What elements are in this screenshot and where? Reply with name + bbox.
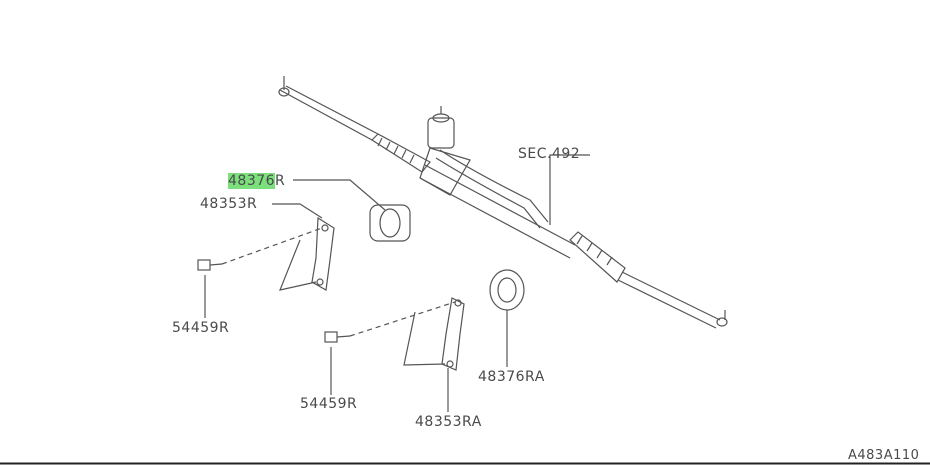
part-label-48376RA[interactable]: 48376RA [478, 369, 545, 385]
part-label-48376R[interactable]: 48376R [228, 173, 285, 189]
part-label-48353R[interactable]: 48353R [200, 196, 258, 212]
alignment-lines [221, 227, 456, 337]
bolt-right [197, 259, 223, 271]
rack-bushing-left [489, 269, 525, 311]
leader-lines [204, 154, 590, 412]
part-suffix: R [275, 173, 286, 189]
clamp-bracket-right [311, 216, 335, 291]
steering-rack-assembly [278, 76, 728, 329]
part-label-48353RA[interactable]: 48353RA [415, 414, 482, 430]
part-label-54459R-right[interactable]: 54459R [172, 320, 230, 336]
rack-bushing-right [369, 204, 411, 242]
highlighted-part-number: 48376 [228, 173, 276, 189]
bolt-left [324, 331, 351, 343]
bracket-guide-lines [279, 239, 446, 366]
part-label-54459R-left[interactable]: 54459R [300, 396, 358, 412]
clamp-bracket-left [441, 297, 465, 371]
section-reference-label[interactable]: SEC.492 [518, 146, 581, 162]
figure-code: A483A110 [848, 448, 920, 463]
